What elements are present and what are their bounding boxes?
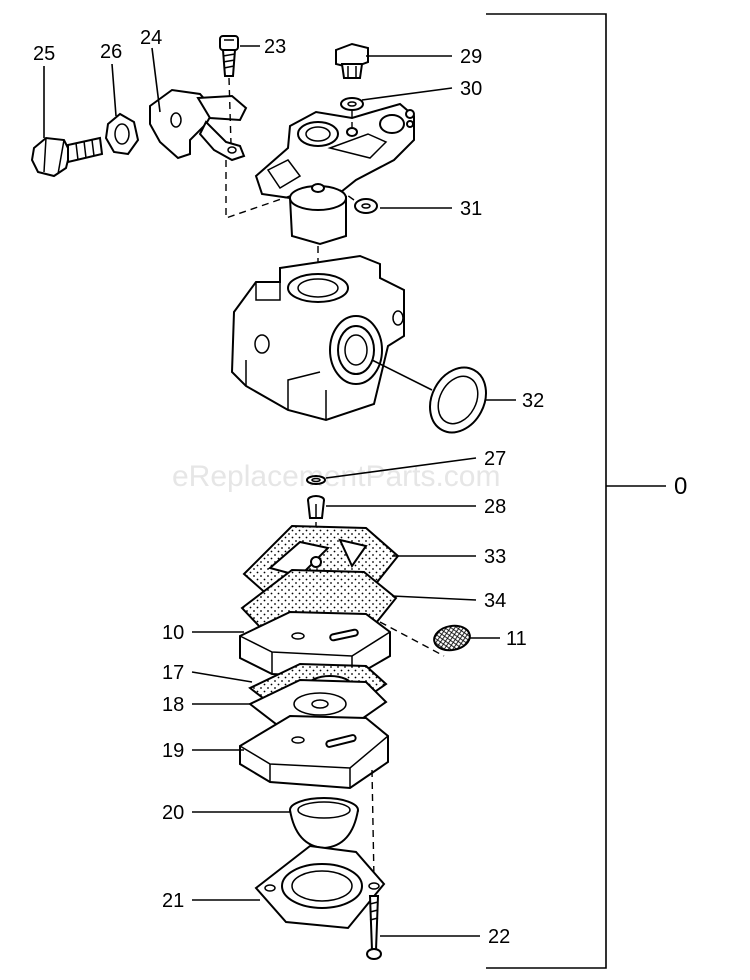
part-21-plate	[254, 844, 386, 930]
assembly-bracket	[486, 13, 666, 969]
part-10-cover	[239, 610, 391, 680]
dash-22	[371, 769, 375, 881]
callout-19: 19	[162, 740, 184, 762]
dash-31	[339, 189, 355, 201]
part-19-cover	[239, 714, 389, 790]
part-31-clip	[354, 198, 378, 214]
part-25-bolt	[30, 136, 104, 178]
callout-24: 24	[140, 27, 162, 49]
part-24-bracket	[149, 88, 248, 162]
part-22-screw	[366, 895, 382, 960]
callout-21: 21	[162, 890, 184, 912]
callout-22: 22	[488, 926, 510, 948]
part-30-washer	[340, 97, 364, 111]
part-20-primer	[289, 797, 359, 850]
callout-29: 29	[460, 46, 482, 68]
callout-32: 32	[522, 390, 544, 412]
throttle-housing	[254, 102, 415, 246]
callout-34: 34	[484, 590, 506, 612]
callout-20: 20	[162, 802, 184, 824]
assembly-number-label: 0	[674, 473, 687, 500]
part-29-screw	[335, 42, 369, 79]
part-23-screw	[219, 35, 239, 77]
callout-11: 11	[506, 628, 527, 650]
callout-33: 33	[484, 546, 506, 568]
callout-18: 18	[162, 694, 184, 716]
callout-31: 31	[460, 198, 482, 220]
callout-17: 17	[162, 662, 184, 684]
part-26-nut	[104, 112, 140, 156]
callout-30: 30	[460, 78, 482, 100]
dash-11	[379, 621, 445, 657]
part-32-oring	[429, 366, 487, 434]
callout-23: 23	[264, 36, 286, 58]
part-11-screen	[433, 624, 471, 652]
leader-lines	[43, 45, 516, 937]
callout-25: 25	[33, 43, 55, 65]
callout-28: 28	[484, 496, 506, 518]
callout-10: 10	[162, 622, 184, 644]
callout-26: 26	[100, 41, 122, 63]
callout-27: 27	[484, 448, 506, 470]
part-28-fitting	[307, 495, 325, 519]
part-27-oring	[306, 475, 326, 485]
carburetor-body	[230, 254, 405, 422]
